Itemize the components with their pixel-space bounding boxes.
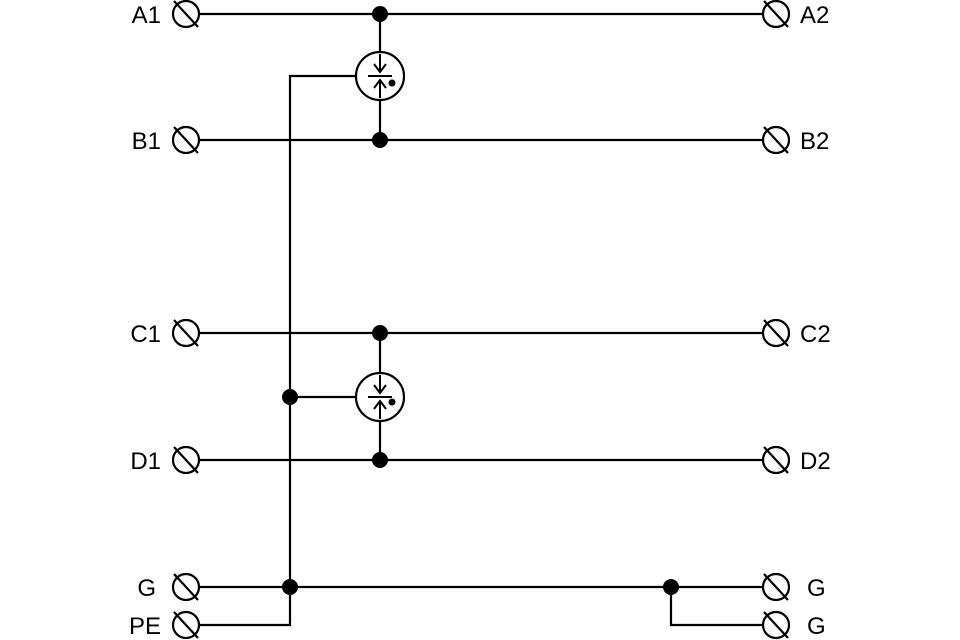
terminal-d2: D2 (761, 445, 831, 475)
terminal-c2: C2 (761, 318, 831, 348)
terminals-left: A1 B1 C1 D1 G (129, 0, 201, 640)
terminal-label-b2: B2 (800, 128, 829, 155)
wires (199, 12, 763, 627)
terminal-a2: A2 (761, 0, 829, 29)
junction-dot-icon (372, 132, 388, 148)
terminal-b2: B2 (761, 125, 829, 155)
terminal-label-pe: PE (129, 613, 161, 640)
terminal-label-d1: D1 (130, 448, 161, 475)
terminal-label-a2: A2 (800, 2, 829, 29)
terminals-right: A2 B2 C2 D2 G (761, 0, 831, 640)
terminal-label-g-right-1: G (807, 575, 826, 602)
junction-dot-icon (372, 325, 388, 341)
terminal-label-d2: D2 (800, 448, 831, 475)
wire-g-split (669, 587, 763, 627)
terminal-a1: A1 (132, 0, 201, 29)
terminal-c1: C1 (130, 318, 201, 348)
terminal-label-a1: A1 (132, 2, 161, 29)
terminal-label-g-right-2: G (807, 613, 826, 640)
terminal-pe: PE (129, 610, 201, 640)
terminal-label-g-left: G (137, 575, 156, 602)
arrester-upper (354, 50, 406, 102)
wire-pe (199, 587, 292, 627)
junction-dot-icon (282, 579, 298, 595)
junctions (282, 6, 679, 595)
junction-dot-icon (663, 579, 679, 595)
terminal-label-b1: B1 (132, 128, 161, 155)
terminal-g-right-2: G (761, 610, 826, 640)
terminal-g-right-1: G (761, 572, 826, 602)
terminal-d1: D1 (130, 445, 201, 475)
junction-dot-icon (282, 389, 298, 405)
junction-dot-icon (372, 452, 388, 468)
terminal-label-c2: C2 (800, 321, 831, 348)
terminal-b1: B1 (132, 125, 201, 155)
wire-ground-bus (288, 74, 356, 587)
junction-dot-icon (372, 6, 388, 22)
terminal-label-c1: C1 (130, 321, 161, 348)
arrester-lower (354, 371, 406, 423)
terminal-g-left: G (137, 572, 201, 602)
